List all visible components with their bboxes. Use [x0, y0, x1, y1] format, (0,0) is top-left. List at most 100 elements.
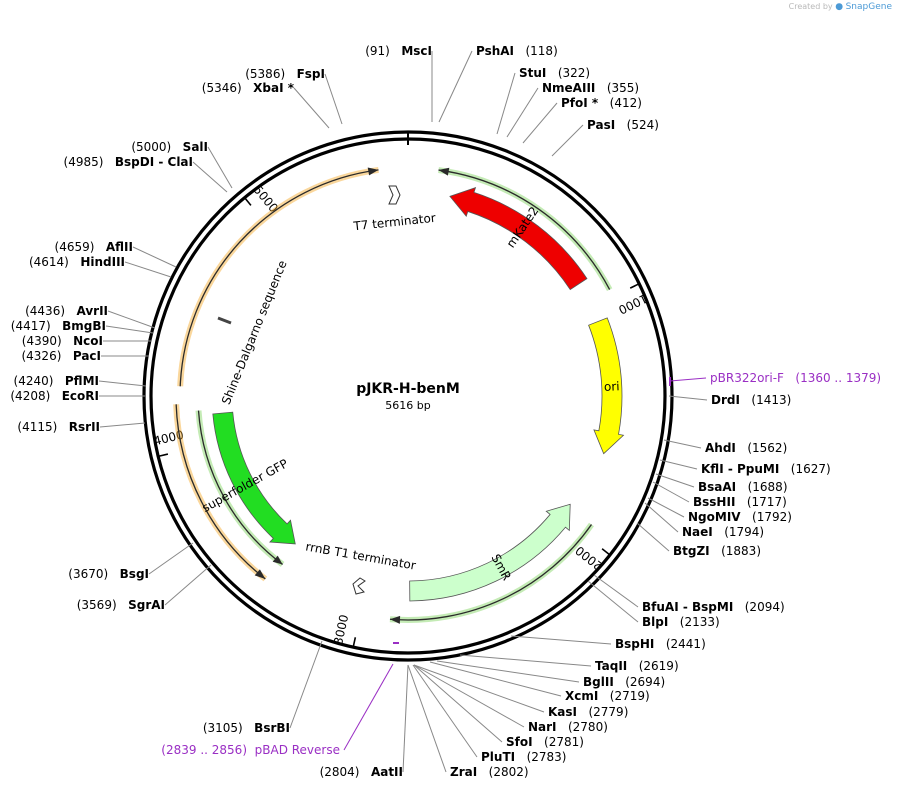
enzyme-name: BsaAI	[698, 480, 736, 494]
enzyme-name: BlpI	[642, 615, 668, 629]
feature-ori-arrow	[588, 317, 625, 455]
enzyme-name: BmgBI	[62, 319, 106, 333]
rrnb-terminator-label: rrnB T1 terminator	[304, 539, 416, 572]
enzyme-position: (5386)	[245, 67, 285, 81]
plasmid-name: pJKR-H-benM	[356, 381, 460, 397]
enzyme-leader-line	[124, 261, 172, 278]
enzyme-spacer	[94, 240, 105, 254]
enzyme-position: (1688)	[748, 480, 788, 494]
enzyme-position: (1792)	[752, 510, 792, 524]
enzyme-spacer	[65, 304, 76, 318]
enzyme-name: XbaI *	[253, 81, 295, 95]
enzyme-site: BfuAI - BspMI (2094)	[642, 600, 785, 614]
enzyme-name: NcoI	[73, 334, 103, 348]
enzyme-spacer	[61, 349, 72, 363]
orf-orange-top-arrowhead	[367, 167, 379, 176]
enzyme-site: BtgZI (1883)	[673, 544, 761, 558]
enzyme-leader-line	[99, 422, 146, 428]
rrnb-terminator-glyph	[352, 577, 366, 595]
enzyme-name: EcoRI	[62, 389, 99, 403]
enzyme-name: StuI	[519, 66, 546, 80]
plasmid-center-label: pJKR-H-benM 5616 bp	[356, 381, 460, 412]
orf-orange-top-line	[179, 169, 379, 387]
enzyme-site: XcmI (2719)	[565, 689, 650, 703]
enzyme-position: (1562)	[747, 441, 787, 455]
orf-green-right-arrowhead	[389, 615, 401, 624]
enzyme-position: (1413)	[751, 393, 791, 407]
enzyme-site: PasI (524)	[587, 118, 659, 132]
enzyme-site: PfoI * (412)	[561, 96, 642, 110]
enzyme-position: (5000)	[131, 140, 171, 154]
enzyme-site: BsaAI (1688)	[698, 480, 788, 494]
enzyme-name: DrdI	[711, 393, 740, 407]
enzyme-spacer	[598, 689, 609, 703]
enzyme-leader-line	[655, 473, 695, 488]
tick-label: 4000	[152, 428, 185, 449]
enzyme-spacer	[514, 44, 525, 58]
enzyme-spacer	[668, 615, 679, 629]
enzyme-position: (2133)	[680, 615, 720, 629]
enzyme-spacer	[50, 389, 61, 403]
enzyme-position: (4436)	[25, 304, 65, 318]
feature-ori-label: ori	[604, 379, 620, 394]
enzyme-leader-line	[105, 325, 154, 334]
enzyme-leader-line	[510, 635, 612, 645]
enzyme-site: (4417) BmgBI	[11, 319, 106, 333]
primer-leader-line	[343, 663, 394, 751]
enzyme-site: ZraI (2802)	[450, 765, 529, 779]
enzyme-position: (412)	[610, 96, 642, 110]
orf-green-right-line	[389, 524, 593, 621]
primer-name: pBR322ori-F	[710, 371, 784, 385]
enzyme-position: (4659)	[55, 240, 95, 254]
tick-mark	[244, 197, 252, 206]
enzyme-spacer	[242, 81, 253, 95]
enzyme-site: (5346) XbaI *	[202, 81, 295, 95]
enzyme-name: AflII	[106, 240, 133, 254]
enzyme-site: (4659) AflII	[55, 240, 133, 254]
orf-green-top-arrowhead	[438, 167, 450, 176]
enzyme-name: BssHII	[693, 495, 735, 509]
enzyme-position: (91)	[365, 44, 390, 58]
enzyme-leader-line	[593, 574, 639, 608]
enzyme-site: NarI (2780)	[528, 720, 608, 734]
enzyme-position: (118)	[525, 44, 557, 58]
primer-spacer	[784, 371, 795, 385]
enzyme-spacer	[285, 67, 296, 81]
enzyme-leader-line	[98, 380, 147, 387]
enzyme-name: BglII	[583, 675, 614, 689]
enzyme-position: (2619)	[639, 659, 679, 673]
enzyme-site: SfoI (2781)	[506, 735, 584, 749]
enzyme-spacer	[710, 544, 721, 558]
enzyme-position: (4390)	[22, 334, 62, 348]
enzyme-site: KasI (2779)	[548, 705, 628, 719]
enzyme-site: (4614) HindIII	[29, 255, 125, 269]
tick-mark	[601, 548, 610, 555]
enzyme-name: AatII	[371, 765, 403, 779]
t7-terminator-label: T7 terminator	[352, 211, 437, 234]
enzyme-leader-line	[289, 640, 323, 729]
enzyme-position: (4614)	[29, 255, 69, 269]
enzyme-leader-line	[551, 124, 584, 157]
enzyme-position: (1883)	[721, 544, 761, 558]
enzyme-name: PflMI	[65, 374, 99, 388]
enzyme-site: StuI (322)	[519, 66, 590, 80]
enzyme-site: BspHI (2441)	[615, 637, 706, 651]
enzyme-spacer	[735, 495, 746, 509]
enzyme-site: (4240) PflMI	[14, 374, 99, 388]
credit-prefix: Created by	[788, 2, 833, 11]
enzyme-position: (5346)	[202, 81, 242, 95]
enzyme-spacer	[557, 720, 568, 734]
enzyme-name: FspI	[297, 67, 325, 81]
enzyme-position: (2802)	[489, 765, 529, 779]
enzyme-leader-line	[407, 664, 447, 773]
primer-leader-line	[669, 377, 707, 382]
enzyme-site: PshAI (118)	[476, 44, 558, 58]
enzyme-site: (4326) PacI	[21, 349, 101, 363]
credit-brand: SnapGene	[845, 2, 892, 12]
enzyme-leader-line	[663, 439, 702, 449]
enzyme-spacer	[243, 721, 254, 735]
enzyme-name: AhdI	[705, 441, 736, 455]
enzyme-name: BspHI	[615, 637, 654, 651]
